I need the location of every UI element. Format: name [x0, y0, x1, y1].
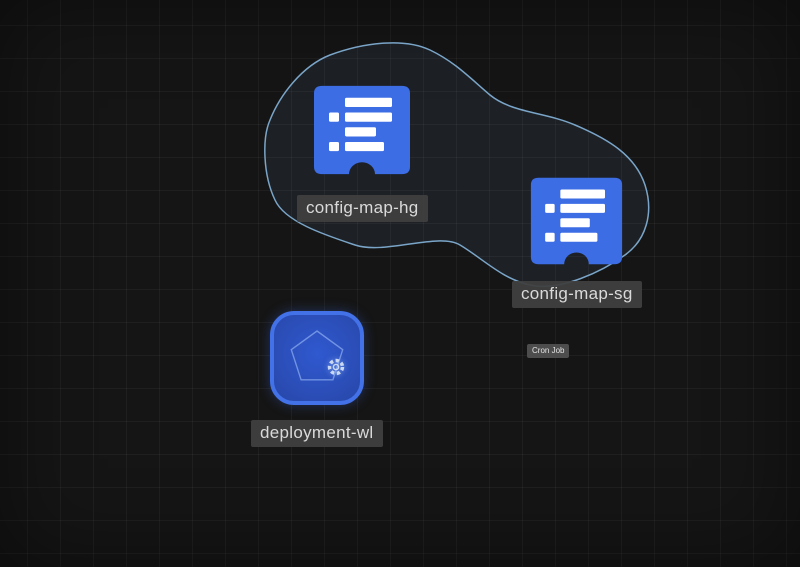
node-config-map-sg[interactable]: config-map-sg [512, 176, 642, 308]
configmap-icon [314, 85, 411, 175]
gear-icon [327, 358, 344, 376]
deployment-node-box[interactable] [269, 311, 364, 405]
cron-job-badge[interactable]: Cron Job [527, 344, 570, 358]
configmap-icon [531, 177, 623, 265]
node-config-map-hg[interactable]: config-map-hg [297, 84, 428, 222]
node-label[interactable]: config-map-hg [297, 195, 428, 222]
node-deployment-wl[interactable]: deployment-wl [251, 311, 383, 447]
node-label[interactable]: deployment-wl [251, 420, 383, 447]
deployment-pentagon-icon [290, 330, 344, 381]
node-label[interactable]: config-map-sg [512, 281, 642, 308]
